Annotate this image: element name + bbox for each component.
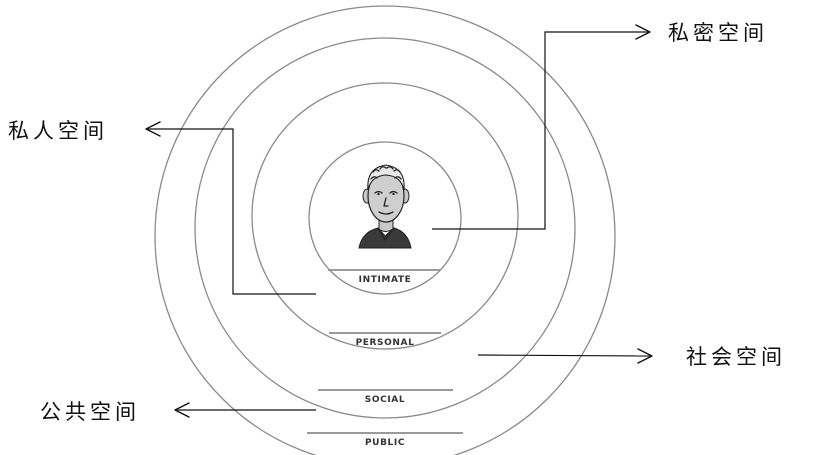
social-leader-line xyxy=(477,354,651,357)
left-pupil xyxy=(377,192,380,196)
public-arrow-icon xyxy=(174,402,190,418)
ring-personal xyxy=(251,82,519,350)
person-face-icon xyxy=(358,164,412,249)
intimate-space-label: 私密空间 xyxy=(668,21,768,45)
intimate-zone-label: INTIMATE xyxy=(359,275,412,285)
social-arrow-icon xyxy=(637,348,653,364)
hair-shape xyxy=(367,164,405,191)
hair-lines xyxy=(370,166,402,180)
social-zone-label: SOCIAL xyxy=(365,395,405,405)
ring-intimate xyxy=(308,141,462,295)
social-space-label: 社会空间 xyxy=(686,345,786,369)
intimate-arrow-icon xyxy=(635,24,651,40)
right-pupil xyxy=(392,192,395,196)
zone-labels: INTIMATE PERSONAL SOCIAL PUBLIC xyxy=(307,269,463,448)
personal-space-label: 私人空间 xyxy=(8,119,108,143)
intimate-leader-line xyxy=(432,31,648,230)
shirt-shape xyxy=(358,227,412,249)
nose-line xyxy=(383,197,389,207)
collar-line xyxy=(377,227,395,241)
callout-labels: 私密空间 私人空间 社会空间 公共空间 xyxy=(8,21,786,424)
public-zone-label: PUBLIC xyxy=(365,438,405,448)
personal-zone-label: PERSONAL xyxy=(356,338,415,348)
left-eye xyxy=(374,190,383,194)
personal-leader-line xyxy=(148,128,316,295)
public-space-label: 公共空间 xyxy=(40,400,140,424)
ring-social xyxy=(194,37,576,419)
personal-arrow-icon xyxy=(145,121,161,137)
mouth-line xyxy=(378,211,394,215)
right-eye xyxy=(389,190,398,194)
zone-rings xyxy=(154,5,616,455)
ring-public xyxy=(154,5,616,455)
callout-leaders xyxy=(145,24,653,418)
